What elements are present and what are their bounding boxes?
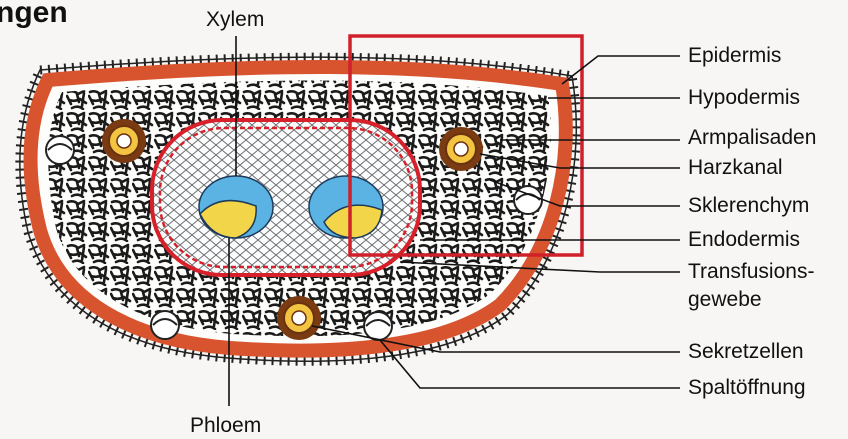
hypodermis-label: Hypodermis	[688, 86, 800, 109]
sekretzellen-label: Sekretzellen	[688, 340, 804, 363]
transfusionsgewebe-label-line2: gewebe	[688, 288, 762, 311]
armpalisaden-label: Armpalisaden	[688, 126, 816, 149]
stoma-left-icon	[46, 136, 74, 164]
sklerenchym-label: Sklerenchym	[688, 194, 809, 217]
spaltoeffnung-label: Spaltöffnung	[688, 376, 806, 399]
epidermis-label: Epidermis	[688, 44, 781, 67]
endodermis-label: Endodermis	[688, 228, 800, 251]
transfusionsgewebe-label-line1: Transfusions-	[688, 260, 814, 283]
resin-duct-left-icon	[102, 119, 146, 163]
resin-duct-bottom-icon	[277, 296, 321, 340]
stoma-bottom-right-icon	[364, 312, 392, 340]
phloem-label: Phloem	[190, 414, 261, 437]
title-fragment: ngen	[0, 0, 68, 29]
leaf-cross-section	[20, 57, 576, 361]
epidermis-leader	[562, 56, 680, 84]
resin-duct-right-icon	[439, 127, 483, 171]
spaltoeffnung-leader	[380, 340, 680, 388]
vascular-bundle-right	[309, 176, 383, 238]
stoma-bottom-left-icon	[151, 311, 179, 339]
harzkanal-label: Harzkanal	[688, 156, 783, 179]
vascular-bundle-left	[199, 176, 273, 238]
xylem-label: Xylem	[206, 8, 264, 31]
